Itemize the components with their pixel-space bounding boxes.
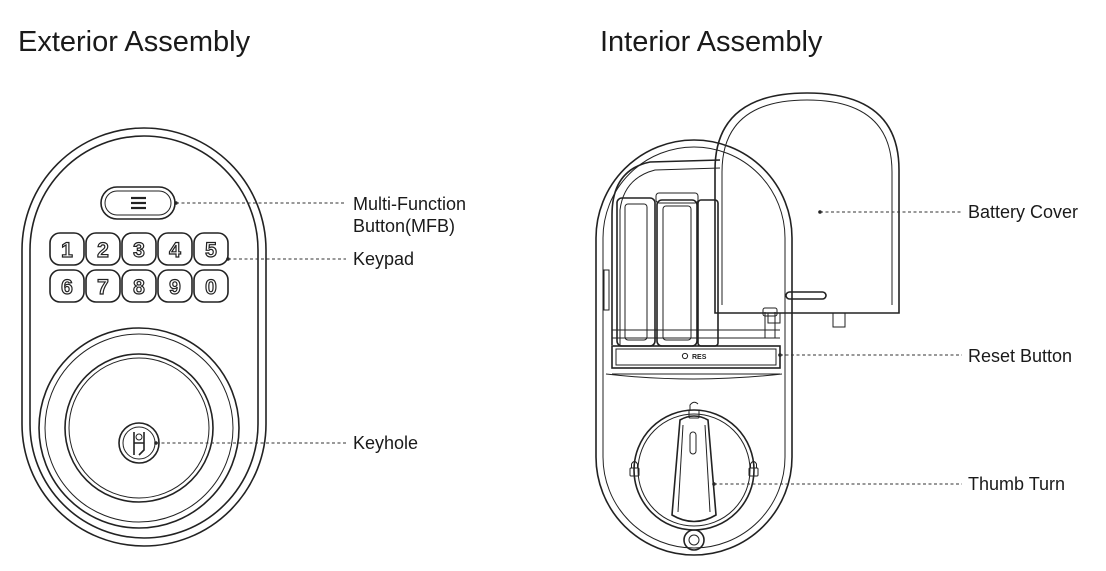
key-label: 2 [97, 239, 109, 262]
mfb-label-line1: Multi-Function [353, 194, 466, 214]
mfb-label-line2: Button(MFB) [353, 216, 455, 236]
mfb-button[interactable] [100, 186, 176, 220]
interior-leaders [712, 210, 962, 486]
interior-housing-outer [595, 139, 793, 556]
exterior-lock: 1 2 3 4 5 6 [21, 127, 267, 547]
battery [616, 197, 656, 347]
key-4[interactable]: 4 [157, 232, 193, 266]
lock-icon [629, 461, 640, 477]
key-cylinder [38, 327, 240, 529]
thumb-turn[interactable] [633, 409, 755, 531]
reset-button-label: Reset Button [968, 346, 1072, 366]
battery-cover[interactable] [714, 92, 900, 328]
key-label: 6 [61, 276, 73, 299]
key-8[interactable]: 8 [121, 269, 157, 303]
keypad-label: Keypad [353, 249, 414, 269]
side-latch [603, 269, 610, 311]
battery-cover-label: Battery Cover [968, 202, 1078, 222]
key-6[interactable]: 6 [49, 269, 85, 303]
keyhole[interactable] [118, 422, 160, 464]
key-label: 3 [133, 239, 145, 262]
key-label: 4 [169, 239, 181, 262]
key-1[interactable]: 1 [49, 232, 85, 266]
cover-clip [832, 312, 846, 328]
reset-marker: RES [692, 354, 707, 361]
keypad: 1 2 3 4 5 6 [49, 232, 229, 303]
lock-icon [748, 461, 759, 477]
battery-compartment [611, 159, 780, 347]
interior-housing-inner [602, 146, 786, 549]
interior-lock: RES [595, 92, 900, 556]
key-label: 5 [205, 239, 217, 262]
key-label: 1 [61, 239, 73, 262]
exterior-housing-outer [21, 127, 267, 547]
key-label: 8 [133, 276, 145, 299]
exterior-title: Exterior Assembly [18, 26, 251, 58]
key-7[interactable]: 7 [85, 269, 121, 303]
unlock-icon [688, 401, 700, 419]
key-label: 9 [169, 276, 181, 299]
menu-icon [131, 196, 146, 210]
thumb-turn-indicator [689, 431, 697, 455]
exterior-housing-inner [29, 135, 259, 539]
key-label: 7 [97, 276, 109, 299]
interior-title: Interior Assembly [600, 26, 823, 58]
key-label: 0 [205, 276, 217, 299]
cover-slot [785, 291, 827, 300]
key-3[interactable]: 3 [121, 232, 157, 266]
reset-strip: RES [605, 345, 783, 380]
reset-button[interactable] [681, 352, 689, 360]
keyhole-label: Keyhole [353, 433, 418, 453]
key-0[interactable]: 0 [193, 269, 229, 303]
mounting-screw [683, 529, 705, 551]
key-2[interactable]: 2 [85, 232, 121, 266]
cover-clip [767, 312, 781, 324]
key-5[interactable]: 5 [193, 232, 229, 266]
thumb-turn-label: Thumb Turn [968, 474, 1065, 494]
exterior-leaders [154, 201, 346, 445]
key-9[interactable]: 9 [157, 269, 193, 303]
